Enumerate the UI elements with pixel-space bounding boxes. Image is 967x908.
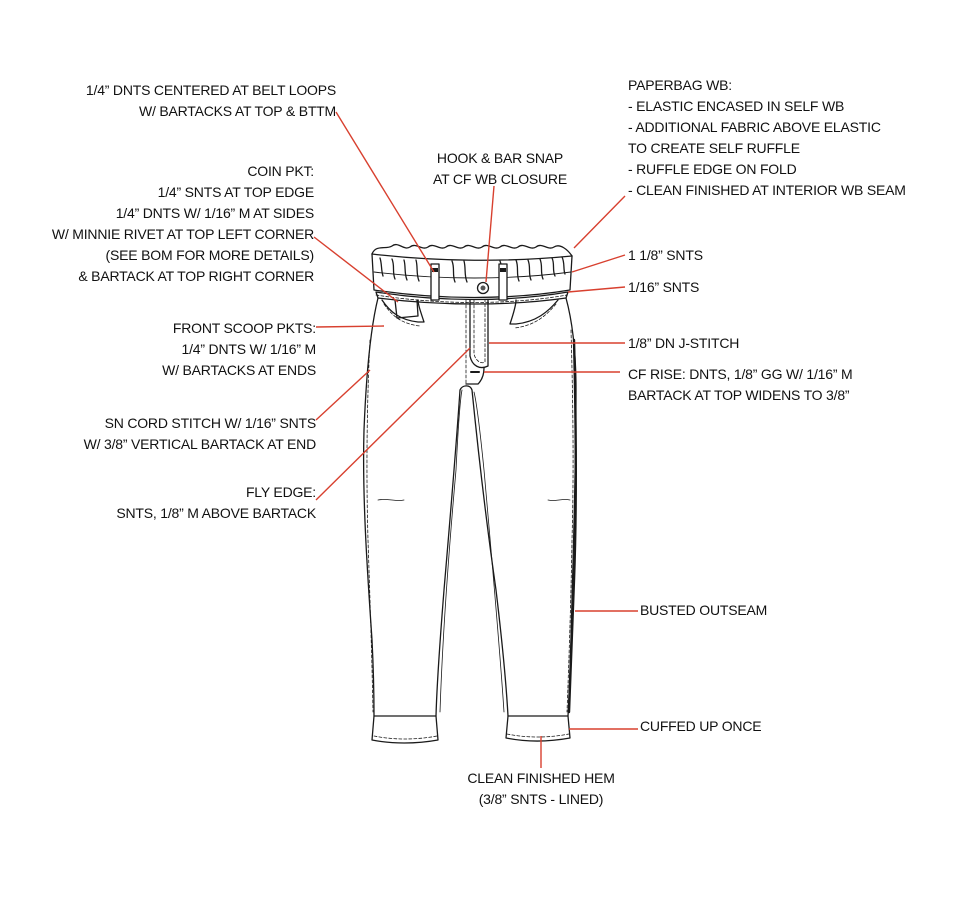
callout-belt-loops: 1/4” DNTS CENTERED AT BELT LOOPS W/ BART… (85, 82, 336, 119)
callout-wb-edge: 1/16” SNTS (628, 279, 700, 295)
callout-hem: CLEAN FINISHED HEM (3/8” SNTS - LINED) (467, 770, 615, 807)
callout-cord-stitch: SN CORD STITCH W/ 1/16” SNTS W/ 3/8” VER… (83, 415, 317, 452)
waistband-ruffle (371, 243, 573, 257)
callout-cf-rise: CF RISE: DNTS, 1/8” GG W/ 1/16” M BARTAC… (628, 366, 853, 403)
callout-cuff: CUFFED UP ONCE (640, 718, 762, 734)
leader-lines (313, 111, 638, 768)
callout-hook-bar: HOOK & BAR SNAP AT CF WB CLOSURE (433, 150, 567, 187)
callout-fly-edge: FLY EDGE: SNTS, 1/8” M ABOVE BARTACK (116, 484, 316, 521)
callout-outseam: BUSTED OUTSEAM (640, 602, 768, 618)
callout-j-stitch: 1/8” DN J-STITCH (628, 335, 740, 351)
callout-front-pockets: FRONT SCOOP PKTS: 1/4” DNTS W/ 1/16” M W… (162, 320, 316, 378)
callout-paperbag-wb: PAPERBAG WB: - ELASTIC ENCASED IN SELF W… (628, 77, 906, 198)
callout-coin-pocket: COIN PKT: 1/4” SNTS AT TOP EDGE 1/4” DNT… (51, 163, 314, 284)
pants-outline (362, 297, 577, 717)
callout-wb-snts: 1 1/8” SNTS (628, 247, 703, 263)
